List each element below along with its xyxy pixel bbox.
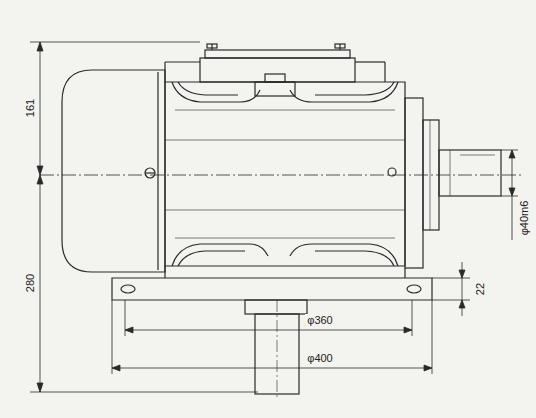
- lower-shaft: [245, 300, 307, 400]
- reducer-flange: [405, 98, 439, 268]
- dimension-label: φ40m6: [518, 199, 530, 238]
- dimension-label: φ360: [305, 314, 335, 326]
- base-dimension: [432, 262, 470, 316]
- dimension-label: 22: [474, 281, 486, 297]
- dimension-label: φ400: [305, 352, 335, 364]
- diameter-dimensions: [112, 300, 432, 374]
- shaft-dimension: [501, 150, 518, 240]
- motor-body: [165, 82, 405, 266]
- base-plate: [112, 266, 432, 300]
- dimension-label: 161: [24, 97, 36, 119]
- dimension-label: 280: [24, 272, 36, 294]
- fan-cover: [62, 70, 165, 272]
- terminal-box: [165, 44, 385, 96]
- output-shaft: [439, 150, 501, 196]
